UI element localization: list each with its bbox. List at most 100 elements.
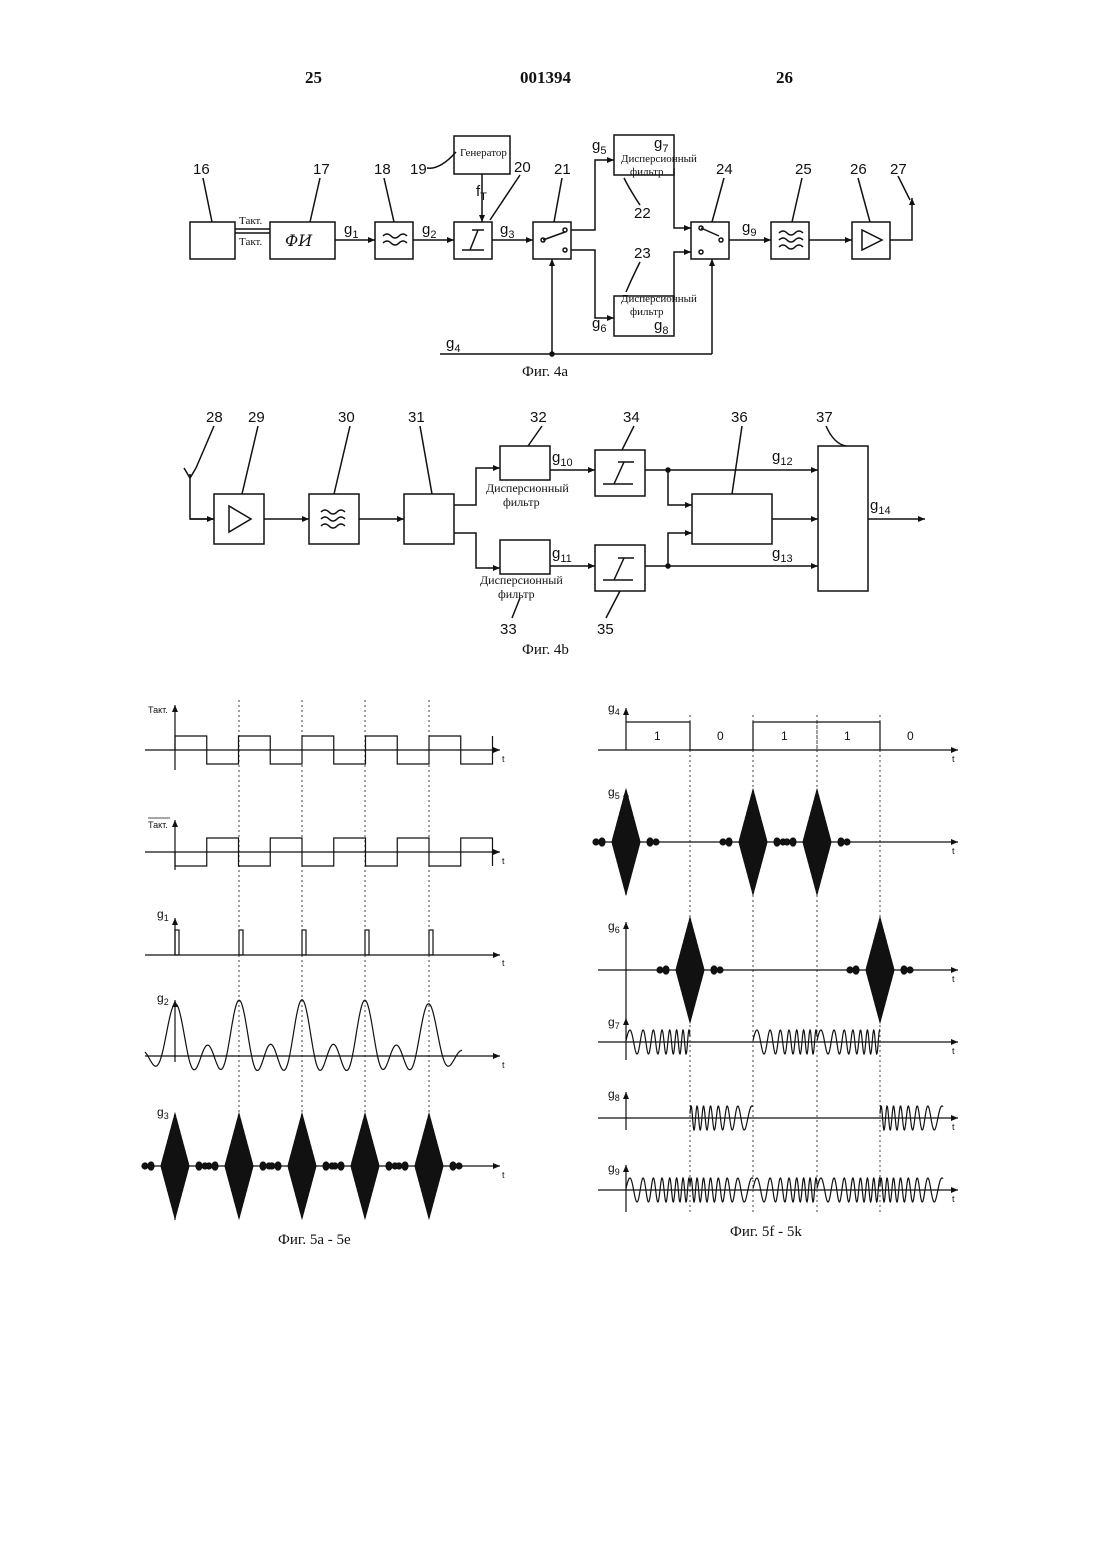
block-18-filter <box>375 222 413 259</box>
g8-sub: 8 <box>662 325 668 337</box>
chirp-sidelobe <box>450 1162 456 1170</box>
g1-pulse <box>365 930 369 955</box>
chirp-sidelobe <box>456 1163 462 1169</box>
g4-axis-sub: 4 <box>615 707 620 717</box>
chirp-burst <box>739 790 767 894</box>
g5-axis-sub: 5 <box>615 791 620 801</box>
chirp-sidelobe <box>653 839 659 845</box>
g14-sub: 14 <box>878 505 890 517</box>
chirp-sidelobe <box>332 1163 338 1169</box>
g6-axis-sub: 6 <box>615 925 620 935</box>
block-37-decision <box>818 446 868 591</box>
g5-axis-main: g <box>608 785 615 799</box>
ref-21: 21 <box>554 161 571 178</box>
g9-sub: 9 <box>750 227 756 239</box>
g5-sub: 5 <box>600 145 606 157</box>
chirp-burst <box>288 1114 316 1218</box>
ref-37: 37 <box>816 409 833 426</box>
fig5fk-axes <box>598 708 958 1212</box>
g12-sub: 12 <box>780 456 792 468</box>
g1-axis-sub: 1 <box>164 913 169 923</box>
g3-axis-sub: 3 <box>164 1111 169 1121</box>
caption-fig-5a-5e: Фиг. 5a - 5e <box>278 1232 351 1248</box>
g1-main: g <box>344 221 352 238</box>
sig-g3: g3 <box>500 221 514 241</box>
fig5ae-guides <box>239 700 429 1220</box>
ft-sub: T <box>480 191 487 203</box>
g14-main: g <box>870 497 878 514</box>
caption-fig-5f-5k: Фиг. 5f - 5k <box>730 1224 802 1240</box>
ref-32: 32 <box>530 409 547 426</box>
ref-18: 18 <box>374 161 391 178</box>
g6-sub: 6 <box>600 323 606 335</box>
g13-sub: 13 <box>780 553 792 565</box>
t-label-10: t <box>952 1122 955 1132</box>
sig-g5: g5 <box>592 137 606 157</box>
ref-34: 34 <box>623 409 640 426</box>
sig-g4: g4 <box>446 335 460 355</box>
chirp-sidelobe <box>790 838 796 846</box>
ref-29: 29 <box>248 409 265 426</box>
g8-axis-label: g8 <box>608 1087 620 1103</box>
chirp-sidelobe <box>720 839 726 845</box>
chirp-sidelobe <box>647 838 653 846</box>
g1-sub: 1 <box>352 229 358 241</box>
chirp-sidelobe <box>726 838 732 846</box>
chirp-sidelobe <box>901 966 907 974</box>
block-29-amp <box>214 494 264 544</box>
block-36 <box>692 494 772 544</box>
sig-g12: g12 <box>772 448 793 468</box>
chirp-sidelobe <box>847 967 853 973</box>
takt-inv-axis-label: Такт. <box>148 820 168 830</box>
g12-main: g <box>772 448 780 465</box>
disp-filter-32-line2: фильтр <box>503 495 540 509</box>
t-label-6: t <box>952 754 955 764</box>
chirp-sidelobe <box>907 967 913 973</box>
ref-31: 31 <box>408 409 425 426</box>
ref-35: 35 <box>597 621 614 638</box>
bit-3: 1 <box>781 729 788 743</box>
disp-filter-22-line2: фильтр <box>630 166 664 178</box>
g9-axis-label: g9 <box>608 1161 620 1177</box>
chirp-sidelobe <box>593 839 599 845</box>
g1-pulse-train <box>175 930 433 955</box>
g5-chirp-waveform <box>593 790 850 894</box>
sig-g2: g2 <box>422 221 436 241</box>
takt-label-bottom: Такт. <box>239 236 263 248</box>
ref-36: 36 <box>731 409 748 426</box>
chirp-sidelobe <box>657 967 663 973</box>
chirp-burst <box>415 1114 443 1218</box>
g6-axis-main: g <box>608 919 615 933</box>
g8-axis-sub: 8 <box>615 1093 620 1103</box>
chirp-sidelobe <box>196 1162 202 1170</box>
takt-label-top: Такт. <box>239 215 263 227</box>
fig5ae-axes <box>145 705 500 1220</box>
chirp-burst <box>803 790 831 894</box>
g3-axis-main: g <box>157 1105 164 1119</box>
chirp-sidelobe <box>717 967 723 973</box>
disp-filter-32-line1: Дисперсионный <box>486 481 569 495</box>
g2-axis-label: g2 <box>157 991 169 1007</box>
ref-25: 25 <box>795 161 812 178</box>
block-16 <box>190 222 235 259</box>
chirp-burst <box>351 1114 379 1218</box>
chirp-sidelobe <box>212 1162 218 1170</box>
ref-28: 28 <box>206 409 223 426</box>
sig-g7: g7 <box>654 135 668 155</box>
chirp-burst <box>676 918 704 1022</box>
ref-23: 23 <box>634 245 651 262</box>
chirp-burst <box>161 1114 189 1218</box>
caption-fig-4b: Фиг. 4b <box>522 642 569 658</box>
t-label-11: t <box>952 1194 955 1204</box>
chirp-sidelobe <box>338 1162 344 1170</box>
g6-main: g <box>592 315 600 332</box>
g8-main: g <box>654 317 662 334</box>
figure-5a-5e <box>142 700 500 1220</box>
g10-sub: 10 <box>560 457 572 469</box>
chirp-sidelobe <box>206 1163 212 1169</box>
chirp-sidelobe <box>148 1162 154 1170</box>
bit-4: 1 <box>844 729 851 743</box>
g11-main: g <box>552 545 560 562</box>
sig-g11: g11 <box>552 545 572 565</box>
